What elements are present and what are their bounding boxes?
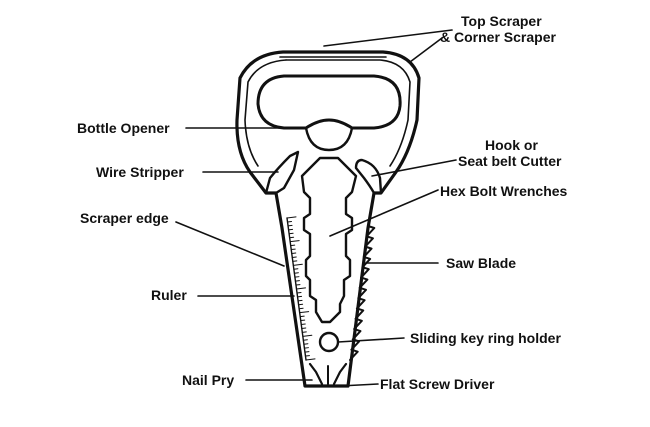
ruler-tick xyxy=(297,288,306,289)
key-ring-hole xyxy=(320,333,338,351)
bottle-opener-tooth xyxy=(306,128,352,150)
leader-key-ring xyxy=(338,338,404,342)
label-nail-pry: Nail Pry xyxy=(182,372,234,388)
label-corner-scraper: & Corner Scraper xyxy=(440,29,556,45)
leader-corner-scraper xyxy=(410,38,442,62)
ruler-tick xyxy=(290,241,299,242)
label-hook: Hook or xyxy=(485,137,538,153)
ruler-tick xyxy=(293,264,302,265)
label-top-scraper: Top Scraper xyxy=(461,13,542,29)
bottle-opener-window xyxy=(258,76,400,128)
ruler-tick xyxy=(306,359,315,360)
label-key-ring: Sliding key ring holder xyxy=(410,330,561,346)
tool-outer-outline xyxy=(237,52,419,386)
label-flat-driver: Flat Screw Driver xyxy=(380,376,495,392)
leader-flat-driver xyxy=(340,384,378,386)
hook-cutter-notch xyxy=(356,160,381,193)
leader-hook xyxy=(372,160,456,176)
leader-top-scraper xyxy=(324,30,452,46)
label-hex-bolt: Hex Bolt Wrenches xyxy=(440,183,568,199)
ruler-tick xyxy=(287,217,296,218)
ruler-tick xyxy=(300,312,309,313)
label-bottle-opener: Bottle Opener xyxy=(77,120,170,136)
label-seatbelt-cutter: Seat belt Cutter xyxy=(458,153,562,169)
label-scraper-edge: Scraper edge xyxy=(80,210,169,226)
label-ruler: Ruler xyxy=(151,287,187,303)
label-wire-stripper: Wire Stripper xyxy=(96,164,184,180)
hex-wrench-slot xyxy=(302,158,356,322)
leader-scraper-edge xyxy=(176,222,284,266)
label-saw-blade: Saw Blade xyxy=(446,255,516,271)
ruler-tick xyxy=(303,335,312,336)
multi-tool-illustration xyxy=(237,52,419,386)
